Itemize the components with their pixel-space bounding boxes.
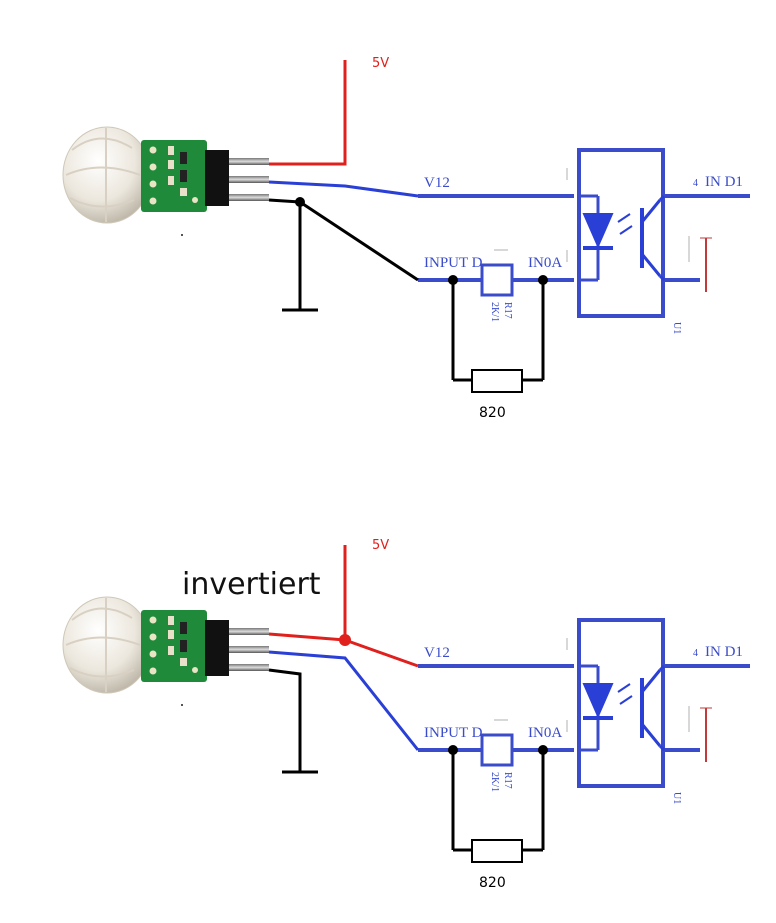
net-label-input: INPUT D (424, 725, 483, 741)
net-label-v12: V12 (424, 645, 450, 661)
supply-label: 5V (372, 538, 389, 553)
net-label-in0a: IN0A (528, 725, 562, 741)
resistor-value: 2K/1 (489, 772, 500, 792)
ic-label: U1 (671, 792, 682, 804)
net-label-v12: V12 (424, 175, 450, 191)
optocoupler-schematic (416, 618, 752, 864)
junction-dot (295, 197, 305, 207)
vcc-to-v12-wire (344, 638, 419, 668)
pin-number: 4 (693, 648, 698, 659)
vcc-wire (269, 60, 347, 166)
resistor-label: R17 (502, 772, 513, 789)
bypass-resistor-value: 820 (479, 405, 506, 421)
bypass-resistor-value: 820 (479, 875, 506, 891)
diagram-title: invertiert (182, 567, 321, 602)
resistor-value: 2K/1 (489, 302, 500, 322)
net-label-input: INPUT D (424, 255, 483, 271)
net-label-out: IN D1 (705, 644, 743, 660)
resistor-label: R17 (502, 302, 513, 319)
pir-sensor-icon (62, 126, 270, 237)
ic-label: U1 (671, 322, 682, 334)
gnd-wire (268, 198, 301, 204)
signal-wire (268, 180, 419, 198)
diagram-normal: 5V V12 INPUT D IN0A IN D1 4 R17 2K/1 U1 … (62, 56, 752, 421)
gnd-to-input-wire (299, 200, 419, 282)
pir-sensor-icon (62, 596, 270, 707)
vcc-wire (268, 632, 346, 642)
diagram-inverted: invertiert 5V V12 INPUT D IN0A IN D1 4 R… (62, 538, 752, 891)
pin-number: 4 (693, 178, 698, 189)
optocoupler-schematic (416, 148, 752, 394)
net-label-out: IN D1 (705, 174, 743, 190)
gnd-wire (268, 668, 302, 772)
junction-dot (339, 634, 351, 646)
signal-wire (268, 650, 420, 751)
supply-label: 5V (372, 56, 389, 71)
net-label-in0a: IN0A (528, 255, 562, 271)
